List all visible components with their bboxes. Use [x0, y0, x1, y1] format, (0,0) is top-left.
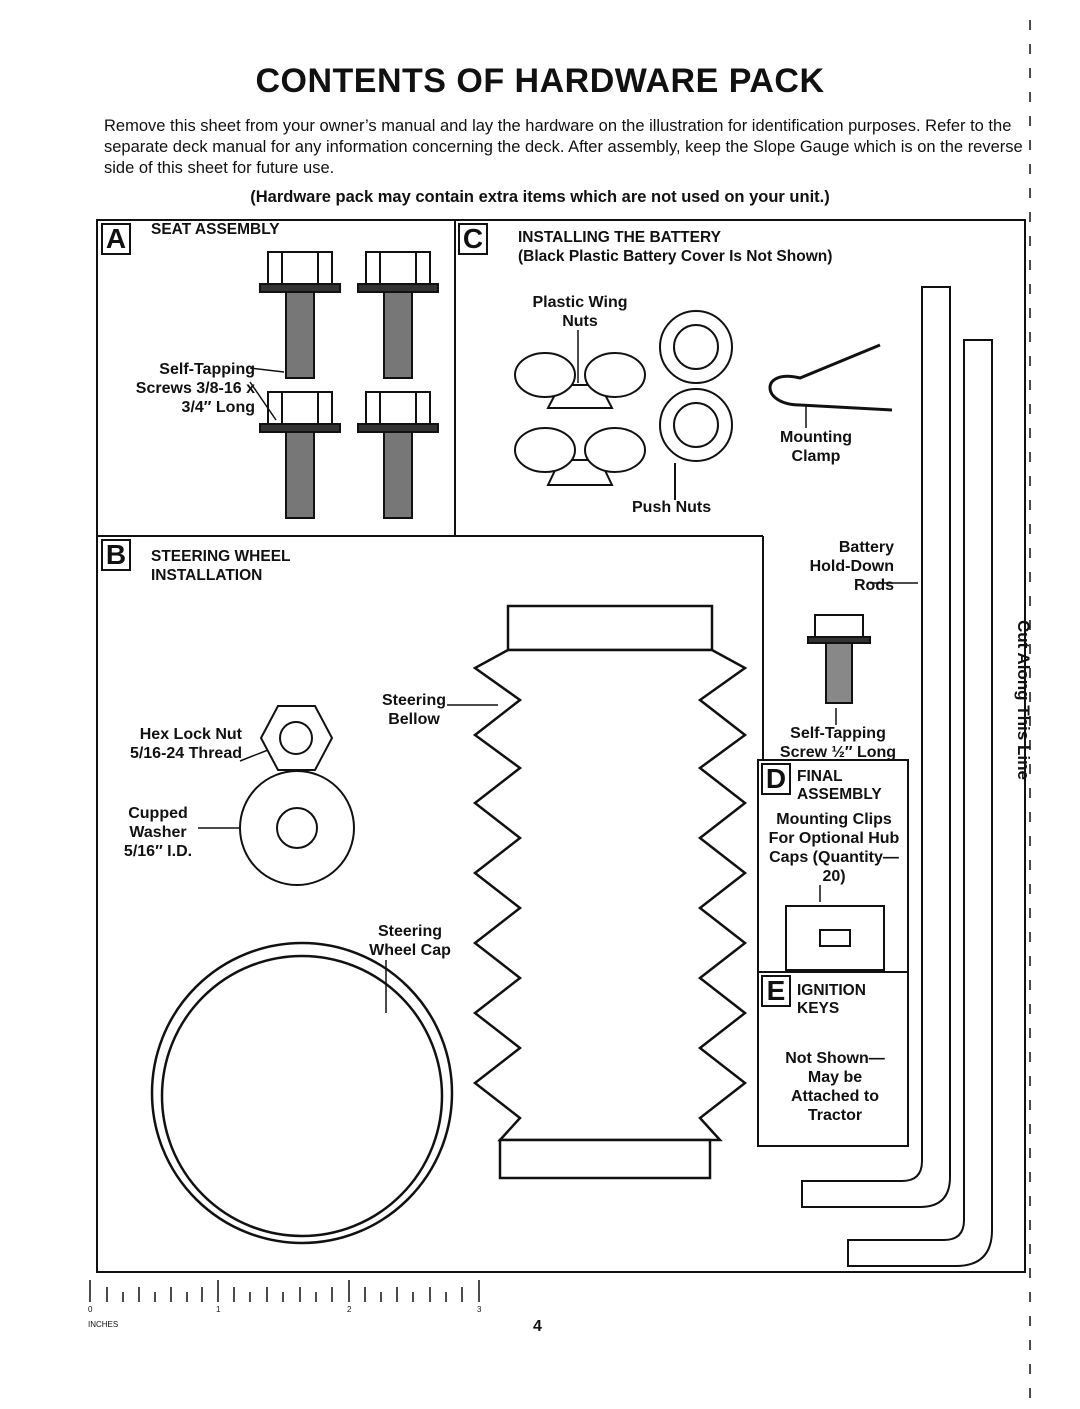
small-screw [807, 614, 871, 704]
section-e-letter: E [761, 975, 791, 1007]
ignition-title-2: KEYS [797, 1000, 840, 1017]
ruler-mark-0: 0 [88, 1305, 93, 1314]
ignition-keys-note: Not Shown— May be Attached to Tractor [785, 1050, 885, 1124]
page-number: 4 [533, 1318, 542, 1335]
section-c-letter: C [458, 223, 488, 255]
ruler-mark-2: 2 [347, 1305, 352, 1314]
section-b-letter: B [101, 539, 131, 571]
steering-bellow [472, 604, 748, 1180]
cut-line-label: Cut Along This Line [1014, 620, 1033, 780]
mounting-clips-label: Mounting Clips For Optional Hub Caps (Qu… [768, 811, 900, 885]
hold-down-rods-label: Battery Hold-Down Rods [809, 539, 894, 594]
page-title: CONTENTS OF HARDWARE PACK [255, 62, 825, 100]
cupped-washer [239, 770, 355, 886]
intro-paragraph: Remove this sheet from your owner’s manu… [104, 117, 1023, 177]
hardware-note: (Hardware pack may contain extra items w… [250, 188, 830, 206]
battery-title: INSTALLING THE BATTERY [518, 229, 721, 246]
cupped-washer-label: Cupped Washer 5/16″ I.D. [123, 805, 193, 860]
final-assembly-title-1: FINAL [797, 768, 843, 785]
steering-bellow-label: Steering Bellow [381, 692, 446, 728]
section-a-letter: A [101, 223, 131, 255]
small-screw-label: Self-Tapping Screw ½″ Long [779, 725, 897, 761]
seat-screws [259, 251, 439, 519]
seat-screws-label: Self-Tapping Screws 3/8-16 x 3/4″ Long [135, 361, 255, 416]
ignition-title-1: IGNITION [797, 982, 866, 999]
leader-lines [198, 330, 918, 1013]
final-assembly-title-2: ASSEMBLY [797, 786, 882, 803]
hex-lock-nut [259, 705, 334, 771]
mounting-clamp-label: Mounting Clamp [780, 429, 852, 465]
d-e-panel [757, 759, 909, 1147]
push-nuts-label: Push Nuts [632, 499, 712, 516]
steering-wheel-cap [150, 941, 454, 1245]
mounting-clamp [768, 343, 893, 412]
inch-ruler [89, 1280, 480, 1302]
battery-subtitle: (Black Plastic Battery Cover Is Not Show… [518, 248, 833, 265]
steering-title-line-1: STEERING WHEEL [151, 548, 291, 565]
push-nuts [659, 310, 733, 500]
ruler-unit: INCHES [88, 1320, 119, 1329]
steering-wheel-cap-label: Steering Wheel Cap [369, 923, 451, 959]
outer-frame [96, 219, 1026, 1273]
steering-title-line-2: INSTALLATION [151, 567, 263, 584]
ruler-mark-1: 1 [216, 1305, 221, 1314]
hold-down-rods [801, 286, 993, 1267]
mounting-clip [785, 905, 885, 971]
wing-nuts-label: Plastic Wing Nuts [532, 294, 628, 330]
wing-nuts [514, 352, 646, 486]
seat-assembly-title: SEAT ASSEMBLY [151, 221, 280, 238]
section-d-letter: D [761, 763, 791, 795]
hex-lock-nut-label: Hex Lock Nut 5/16-24 Thread [129, 726, 242, 762]
ruler-mark-3: 3 [477, 1305, 482, 1314]
